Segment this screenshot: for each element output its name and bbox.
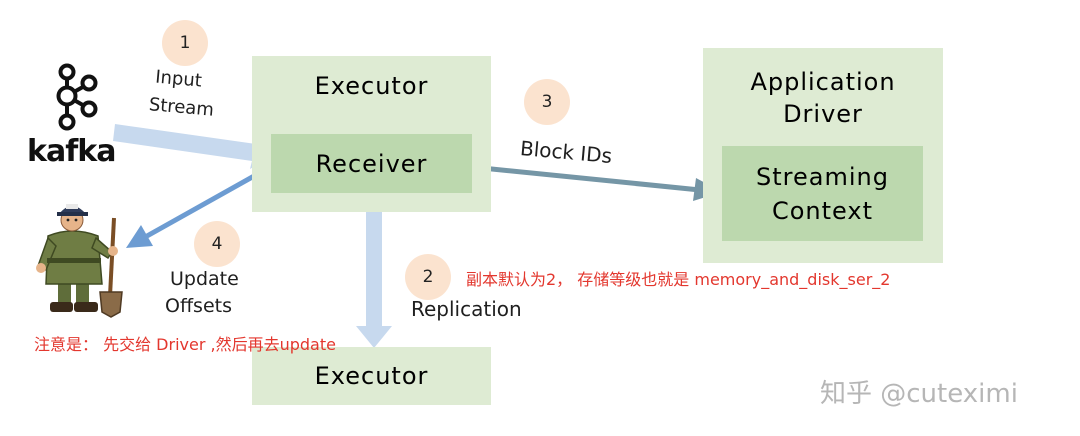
step-2-badge: 2 bbox=[405, 254, 451, 300]
block-ids-arrow-line bbox=[471, 164, 701, 193]
streaming-context-line1: Streaming bbox=[756, 162, 889, 191]
step-1-number: 1 bbox=[179, 33, 191, 53]
executor-replica-box: Executor bbox=[252, 347, 491, 405]
update-offsets-arrow-line bbox=[145, 163, 274, 239]
step-4-badge: 4 bbox=[194, 221, 240, 267]
executor-title: Executor bbox=[314, 72, 429, 100]
step-1-label-line2: Stream bbox=[148, 94, 215, 121]
kafka-icon bbox=[56, 63, 98, 131]
watermark: 知乎 @cuteximi bbox=[820, 379, 1018, 409]
step-3-number: 3 bbox=[541, 92, 553, 112]
streaming-context-box: Streaming Context bbox=[722, 146, 923, 241]
step-3-badge: 3 bbox=[524, 79, 570, 125]
input-stream-arrow bbox=[113, 124, 275, 169]
replication-note: 副本默认为2， 存储等级也就是 memory_and_disk_ser_2 bbox=[466, 270, 891, 289]
step-1-badge: 1 bbox=[162, 20, 208, 66]
receiver-label: Receiver bbox=[315, 149, 428, 178]
kafka-logo-text: kafka bbox=[27, 134, 116, 169]
step-4-label: Update Offsets bbox=[165, 266, 239, 320]
executor-replica-title: Executor bbox=[314, 362, 429, 390]
update-offsets-arrowhead bbox=[126, 225, 153, 248]
step-1-label: Input Stream bbox=[148, 63, 218, 124]
step-4-label-line2: Offsets bbox=[165, 295, 232, 317]
offsets-note: 注意是： 先交给 Driver ,然后再去update bbox=[34, 335, 336, 354]
application-driver-title-line1: Application bbox=[750, 68, 896, 96]
step-2-label: Replication bbox=[411, 297, 522, 321]
application-driver-title-line2: Driver bbox=[783, 100, 863, 128]
replication-arrow bbox=[356, 212, 392, 348]
step-4-number: 4 bbox=[211, 234, 223, 254]
streaming-context-line2: Context bbox=[771, 196, 874, 225]
worker-icon bbox=[36, 204, 123, 318]
receiver-box: Receiver bbox=[271, 134, 472, 193]
step-4-label-line1: Update bbox=[170, 268, 239, 290]
step-2-number: 2 bbox=[422, 267, 434, 287]
